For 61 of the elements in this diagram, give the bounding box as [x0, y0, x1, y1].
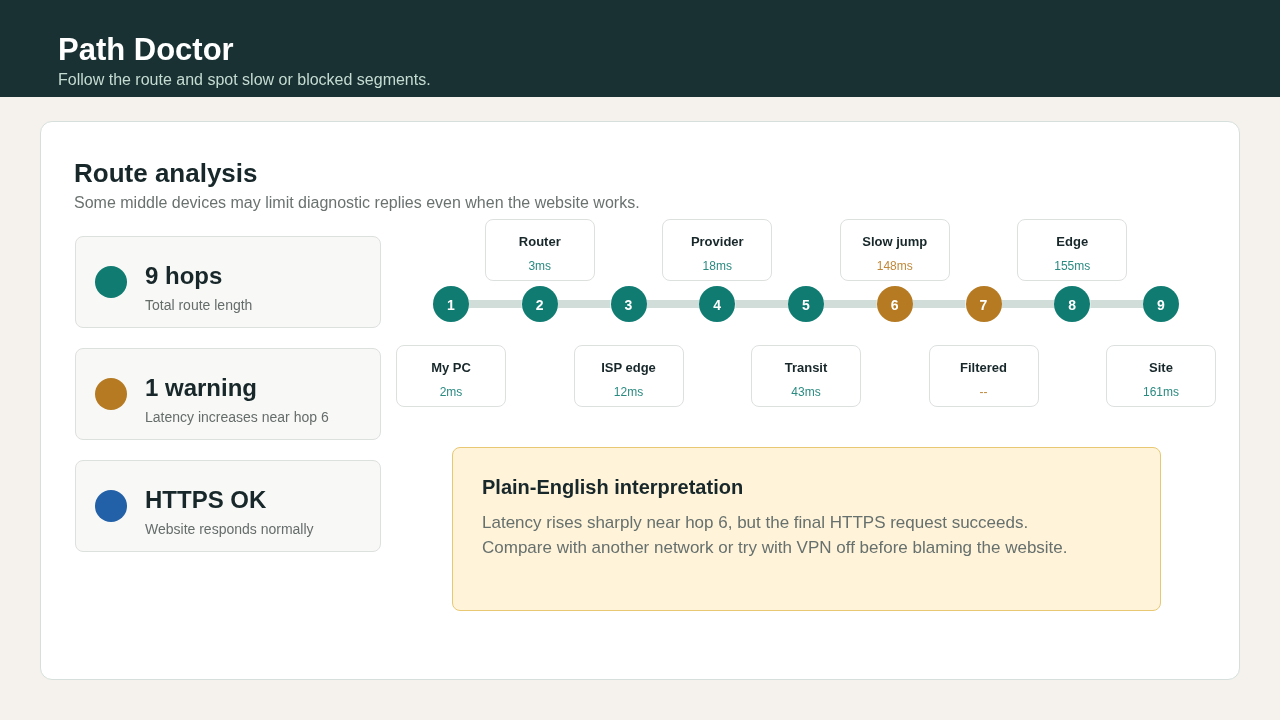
hop-name: Transit: [784, 359, 828, 377]
hop-latency: 155ms: [1054, 258, 1091, 274]
hop-name: Filtered: [960, 359, 1007, 377]
page-title: Path Doctor: [58, 32, 234, 68]
hop-latency: 161ms: [1143, 384, 1179, 400]
hop-circle: 6: [876, 286, 913, 322]
track-line: [469, 300, 522, 308]
hop-name: Router: [518, 233, 561, 251]
stat-card: [75, 348, 381, 440]
section-heading: Route analysis: [74, 158, 258, 188]
hop-card: [662, 219, 773, 281]
track-line: [1001, 300, 1055, 308]
analysis-panel: [40, 121, 1240, 680]
hop-card: [751, 345, 861, 407]
hop-latency: 43ms: [791, 384, 821, 400]
stat-caption: Latency increases near hop 6: [145, 408, 329, 427]
hop-name: Edge: [1056, 233, 1089, 251]
hop-card: [396, 345, 506, 407]
stat-value: 1 warning: [145, 373, 258, 403]
hop-circle: 1: [433, 286, 469, 322]
hop-card: [1017, 219, 1128, 281]
interpretation-callout: [452, 447, 1161, 611]
hop-circle: 3: [610, 286, 647, 322]
stat-card: [75, 460, 381, 552]
hop-latency: --: [979, 384, 988, 400]
hop-name: ISP edge: [601, 359, 656, 377]
track-line: [1090, 300, 1143, 308]
hop-latency: 2ms: [439, 384, 463, 400]
section-subtitle: Some middle devices may limit diagnostic replies even when the website works.: [74, 193, 640, 213]
track-line: [824, 300, 877, 308]
hop-card: [928, 345, 1039, 407]
hop-card: [484, 219, 595, 281]
hop-circle: 4: [699, 286, 736, 322]
stat-card: [75, 236, 381, 328]
hop-circle: 8: [1054, 286, 1091, 322]
track-line: [557, 300, 611, 308]
hop-latency: 148ms: [876, 258, 913, 274]
hop-card: [839, 219, 950, 281]
hop-circle: 9: [1143, 286, 1179, 322]
hop-latency: 18ms: [702, 258, 732, 274]
track-line: [646, 300, 700, 308]
hop-card: [573, 345, 684, 407]
hop-name: Provider: [690, 233, 744, 251]
hop-latency: 12ms: [613, 384, 644, 400]
hop-name: Site: [1149, 359, 1173, 377]
track-line: [912, 300, 966, 308]
hop-name: My PC: [431, 359, 471, 377]
stat-caption: Website responds normally: [145, 520, 314, 539]
page-subtitle: Follow the route and spot slow or blocked segments.: [58, 70, 431, 90]
hop-circle: 5: [788, 286, 824, 322]
hop-circle: 2: [521, 286, 558, 322]
hop-card: [1106, 345, 1216, 407]
hop-circle: 7: [965, 286, 1002, 322]
hop-name: Slow jump: [862, 233, 928, 251]
stat-value: 9 hops: [145, 261, 223, 291]
stat-value: HTTPS OK: [145, 485, 267, 515]
hop-latency: 3ms: [528, 258, 552, 274]
callout-heading: Plain-English interpretation: [482, 475, 744, 500]
track-line: [735, 300, 788, 308]
callout-text: Latency rises sharply near hop 6, but the final HTTPS request succeeds. Compare with another network or try with VPN off before blaming the website.: [482, 512, 1069, 559]
stat-caption: Total route length: [145, 296, 253, 315]
